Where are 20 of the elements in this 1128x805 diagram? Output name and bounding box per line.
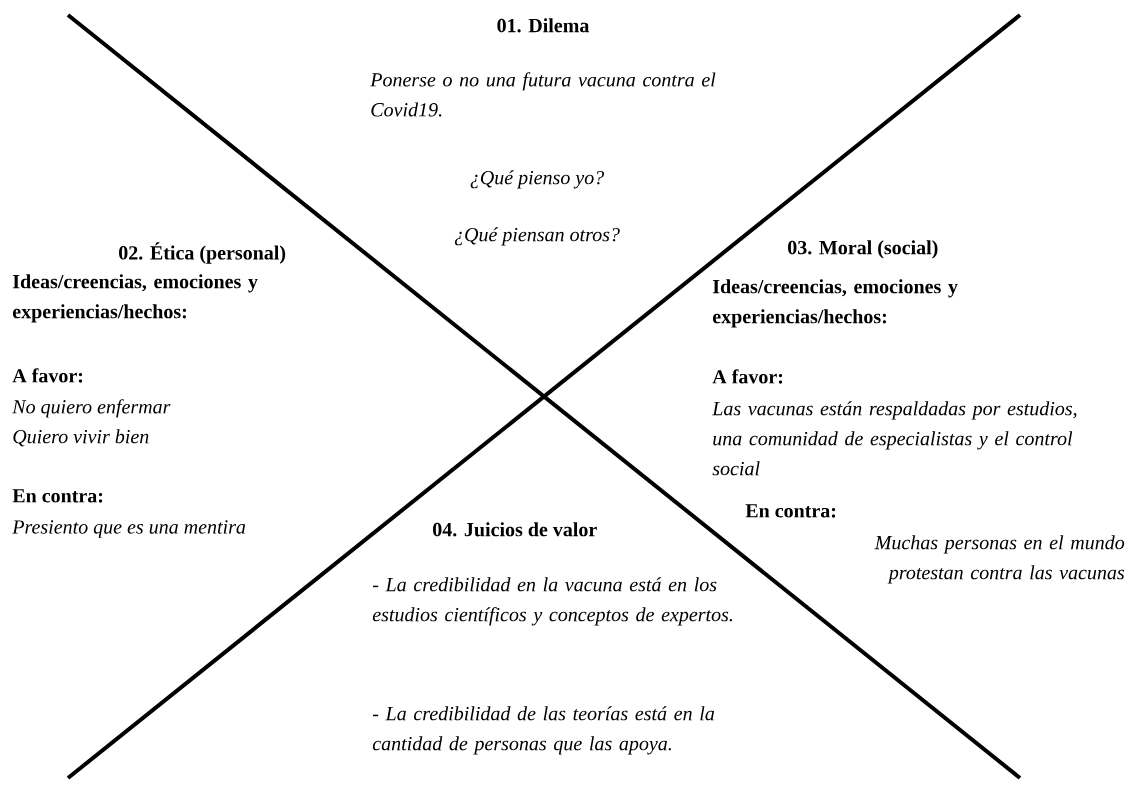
question-text: ¿Qué piensan otros? <box>454 227 620 246</box>
subheading: Ideas/creencias, emociones y experiencias/hechos: <box>712 279 958 328</box>
section-heading: 02. Ética (personal) <box>119 242 286 264</box>
section-heading: 03. Moral (social) <box>788 240 938 259</box>
body-text: No quiero enfermar <box>12 399 171 418</box>
section-heading: 04. Juicios de valor <box>433 522 597 537</box>
body-text: - La credibilidad de las teorías está en la cantidad de personas que las apoya. <box>372 706 715 755</box>
body-text: Muchas personas en el mundo protestan contra las vacunas <box>874 535 1125 584</box>
subheading: Ideas/creencias, emociones y experiencias/hechos: <box>12 274 258 323</box>
body-text: Quiero vivir bien <box>13 429 149 447</box>
subheading: En contra: <box>745 504 836 518</box>
body-text: Ponerse o no una futura vacuna contra el Covid19. <box>370 72 716 117</box>
body-text: Las vacunas están respaldadas por estudios, una comunidad de especialistas y el control social <box>712 401 1077 476</box>
section-heading: 01. Dilema <box>497 18 590 33</box>
subheading: En contra: <box>12 489 103 503</box>
body-text: - La credibilidad en la vacuna está en los estudios científicos y conceptos de expertos. <box>372 577 733 626</box>
subheading: A favor: <box>712 369 783 384</box>
subheading: A favor: <box>12 368 83 383</box>
body-text: Presiento que es una mentira <box>12 520 246 538</box>
question-text: ¿Qué pienso yo? <box>470 170 605 189</box>
